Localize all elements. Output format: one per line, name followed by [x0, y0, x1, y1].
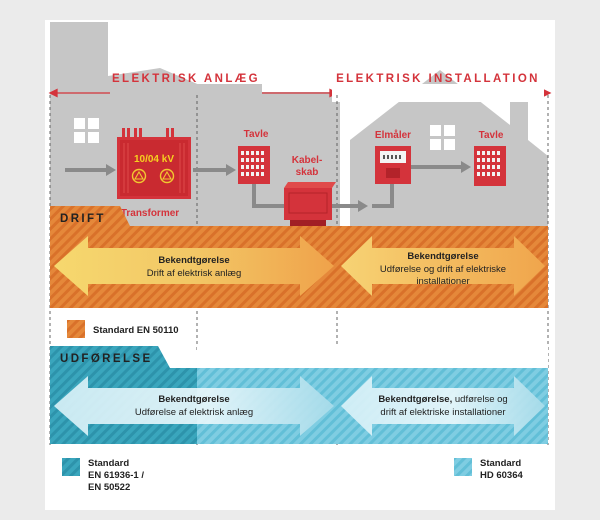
- udforelse-right-text-2: drift af elektriske installationer: [380, 407, 505, 418]
- udforelse-right-bold-rest: udførelse og: [452, 394, 507, 405]
- drift-standard-swatch: [67, 320, 85, 338]
- udforelse-left-bold: Bekendtgørelse: [158, 394, 229, 405]
- udforelse-tab-label: UDFØRELSE: [60, 353, 153, 365]
- elmaaler-label: Elmåler: [375, 129, 411, 141]
- header-left-title: ELEKTRISK ANLÆG: [112, 73, 260, 85]
- drift-left-bold: Bekendtgørelse: [158, 255, 229, 266]
- udforelse-right-arrow: [341, 376, 545, 436]
- legend-right-line-2: HD 60364: [480, 470, 523, 481]
- legend-left-line-2: EN 61936-1 /: [88, 470, 144, 481]
- drift-right-arrow: [341, 236, 545, 296]
- kabelskab-label-1: Kabel-: [292, 155, 323, 166]
- standard-en61936-swatch: [62, 458, 80, 476]
- udforelse-right-line-1: Bekendtgørelse, udførelse og: [378, 394, 507, 405]
- cable-line: [252, 184, 286, 208]
- tavle-right-label: Tavle: [479, 130, 504, 141]
- header-right-title: ELEKTRISK INSTALLATION: [336, 73, 540, 85]
- drift-left-arrow: [54, 236, 334, 296]
- header-label-bg: [332, 84, 544, 102]
- kabelskab-icon: [284, 182, 336, 226]
- drift-left-text: Drift af elektrisk anlæg: [147, 268, 242, 279]
- connection-arrow-icon: [332, 184, 394, 212]
- window-icon: [74, 118, 99, 143]
- tavle-panel-icon: [474, 146, 506, 186]
- legend-right-line-1: Standard: [480, 458, 521, 469]
- connection-arrow-icon: [411, 161, 471, 173]
- elmaaler-icon: [375, 146, 411, 184]
- kabelskab-label-2: skab: [296, 167, 319, 178]
- window-icon: [430, 125, 455, 150]
- udforelse-left-text: Udførelse af elektrisk anlæg: [135, 407, 253, 418]
- drift-standard-label: Standard EN 50110: [93, 325, 179, 336]
- connection-arrow-icon: [193, 164, 236, 176]
- drift-right-text-1: Udførelse og drift af elektriske: [380, 264, 506, 275]
- legend-left-line-3: EN 50522: [88, 482, 130, 493]
- tavle-panel-icon: [238, 146, 270, 184]
- standard-hd60364-swatch: [454, 458, 472, 476]
- transformer-icon: [117, 128, 191, 199]
- transformer-label: Transformer: [121, 208, 179, 219]
- udforelse-left-arrow: [54, 376, 334, 436]
- legend-left-line-1: Standard: [88, 458, 129, 469]
- tavle-left-label: Tavle: [244, 129, 269, 140]
- drift-right-bold: Bekendtgørelse: [407, 251, 478, 262]
- feed-arrow-icon: [65, 164, 116, 176]
- drift-right-text-2: installationer: [416, 276, 469, 287]
- header-label-bg: [110, 84, 262, 102]
- drift-tab-label: DRIFT: [60, 213, 106, 225]
- udforelse-right-bold: Bekendtgørelse,: [378, 394, 452, 405]
- transformer-rating: 10/04 kV: [134, 154, 174, 165]
